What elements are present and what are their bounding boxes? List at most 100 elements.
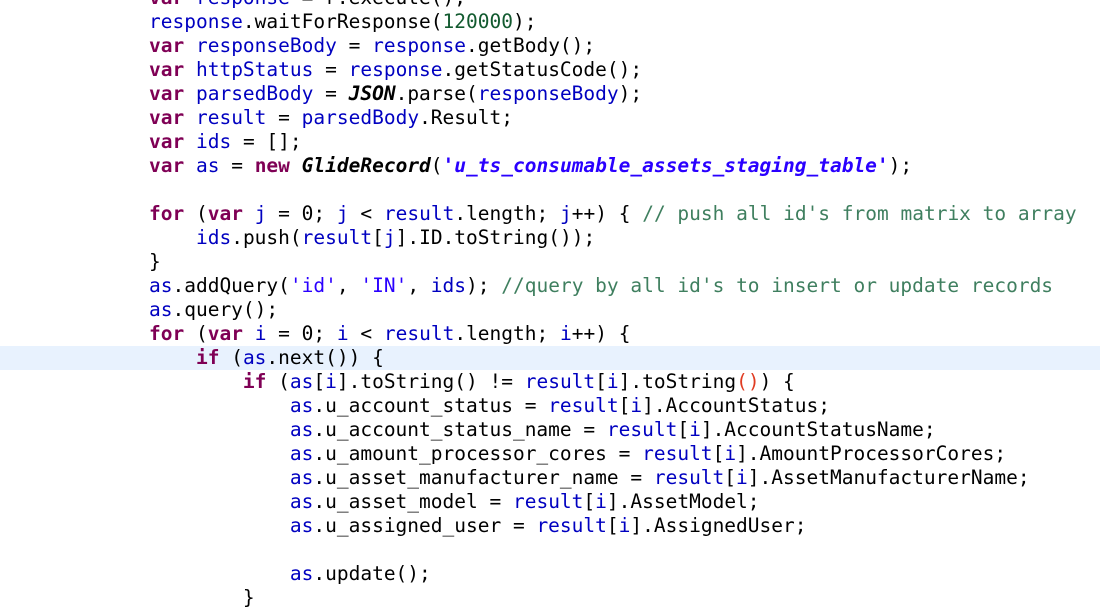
code-token-plain: ( <box>266 370 290 393</box>
code-token-plain: .Result; <box>419 106 513 129</box>
code-line-current[interactable]: if (as.next()) { <box>0 346 1100 370</box>
code-line[interactable]: as.update(); <box>0 562 1100 586</box>
code-token-plain: ].AmountProcessorCores; <box>736 442 1007 465</box>
code-token-plain: ( <box>184 202 208 225</box>
code-token-variable: result <box>642 442 713 465</box>
code-token-plain: .addQuery( <box>172 274 290 297</box>
code-token-variable: i <box>325 370 337 393</box>
code-token-variable: result <box>548 394 619 417</box>
code-line[interactable]: as.u_account_status = result[i].AccountS… <box>0 394 1100 418</box>
code-token-plain: [ <box>606 514 619 537</box>
code-token-variable: parsedBody <box>195 82 314 105</box>
code-token-plain: ( <box>430 154 443 177</box>
code-token-comment: //query by all id's to insert or update … <box>501 274 1054 297</box>
code-token-plain: } <box>242 586 255 609</box>
code-token-plain: ( <box>184 322 208 345</box>
code-token-plain: } <box>149 250 161 273</box>
code-token-plain: = <box>313 58 349 81</box>
code-line[interactable]: } <box>0 250 1100 274</box>
code-token-variable: result <box>524 370 596 393</box>
code-token-variable: response <box>196 0 290 9</box>
code-token-variable: result <box>512 490 584 513</box>
code-token-plain: ].toString() != <box>336 370 525 393</box>
code-token-plain: = <box>266 106 302 129</box>
code-line[interactable]: var parsedBody = JSON.parse(responseBody… <box>0 82 1100 106</box>
code-token-variable: result <box>606 418 678 441</box>
code-token-keyword: var <box>149 34 196 57</box>
code-line[interactable]: as.addQuery('id', 'IN', ids); //query by… <box>0 274 1100 298</box>
code-token-variable: ids <box>430 274 467 297</box>
code-line[interactable]: as.u_account_status_name = result[i].Acc… <box>0 418 1100 442</box>
code-token-plain: ].AccountStatusName; <box>700 418 936 441</box>
code-token-number: 120000 <box>442 10 513 33</box>
code-token-plain: ].toString <box>618 370 737 393</box>
code-token-string: 'u_ts_consumable_assets_staging_table' <box>442 154 889 177</box>
code-line[interactable]: var response = r.execute(); <box>0 0 1100 10</box>
code-token-variable: i <box>689 418 701 441</box>
code-token-plain: ].AccountStatus; <box>642 394 830 417</box>
code-token-keyword: var <box>149 58 196 81</box>
code-token-variable: i <box>606 370 619 393</box>
code-token-plain: = []; <box>231 130 302 153</box>
code-token-keyword: var <box>149 130 196 153</box>
code-line[interactable]: response.waitForResponse(120000); <box>0 10 1100 34</box>
code-line[interactable]: var httpStatus = response.getStatusCode(… <box>0 58 1100 82</box>
code-token-variable: as <box>289 442 314 465</box>
code-token-plain: = r.execute(); <box>290 0 466 9</box>
code-token-plain: JSON <box>348 82 396 105</box>
code-token-plain: = <box>336 34 373 57</box>
code-token-keyword: var <box>207 202 255 225</box>
code-line[interactable]: if (as[i].toString() != result[i].toStri… <box>0 370 1100 394</box>
code-token-variable: i <box>618 514 631 537</box>
code-token-plain <box>149 226 196 249</box>
code-token-keyword: for <box>149 202 185 225</box>
code-token-plain: = 0; <box>266 322 337 345</box>
code-line[interactable]: as.query(); <box>0 298 1100 322</box>
code-line[interactable]: for (var i = 0; i < result.length; i++) … <box>0 322 1100 346</box>
code-token-plain: ); <box>888 154 913 177</box>
code-token-variable: as <box>289 466 314 489</box>
code-token-plain: .u_assigned_user = <box>313 514 537 537</box>
code-token-variable: as <box>149 298 173 321</box>
code-token-plain: ); <box>618 82 643 105</box>
code-token-variable: ids <box>195 226 232 249</box>
code-token-plain: .u_asset_manufacturer_name = <box>313 466 654 489</box>
code-token-plain <box>149 514 290 537</box>
code-token-keyword: var <box>149 106 196 129</box>
code-line[interactable]: ids.push(result[j].ID.toString()); <box>0 226 1100 250</box>
code-token-variable: i <box>595 490 607 513</box>
code-token-variable: as <box>289 418 314 441</box>
code-line[interactable] <box>0 538 1100 562</box>
code-token-variable: response <box>348 58 443 81</box>
code-token-plain <box>149 490 290 513</box>
code-line[interactable]: var responseBody = response.getBody(); <box>0 34 1100 58</box>
code-line[interactable]: var result = parsedBody.Result; <box>0 106 1100 130</box>
code-token-comment: // push all id's from matrix to array <box>642 202 1077 225</box>
code-token-variable: as <box>242 346 267 369</box>
code-token-plain: .u_asset_model = <box>313 490 513 513</box>
code-token-plain: ) { <box>759 370 795 393</box>
code-token-plain <box>149 442 290 465</box>
code-token-plain: .u_account_status = <box>313 394 549 417</box>
code-token-plain: [ <box>677 418 690 441</box>
code-line[interactable]: var ids = []; <box>0 130 1100 154</box>
code-line[interactable]: as.u_amount_processor_cores = result[i].… <box>0 442 1100 466</box>
code-token-variable: i <box>724 442 737 465</box>
code-token-variable: as <box>289 562 314 585</box>
code-line[interactable]: } <box>0 586 1100 610</box>
code-token-string: 'IN' <box>360 274 408 297</box>
code-line[interactable]: as.u_assigned_user = result[i].AssignedU… <box>0 514 1100 538</box>
code-line[interactable]: for (var j = 0; j < result.length; j++) … <box>0 202 1100 226</box>
code-token-variable: result <box>536 514 607 537</box>
code-token-plain: ].AssetManufacturerName; <box>747 466 1030 489</box>
code-line[interactable]: var as = new GlideRecord('u_ts_consumabl… <box>0 154 1100 178</box>
code-token-plain: [ <box>724 466 737 489</box>
code-token-variable: result <box>653 466 725 489</box>
code-line[interactable]: as.u_asset_manufacturer_name = result[i]… <box>0 466 1100 490</box>
code-token-plain: .u_amount_processor_cores = <box>313 442 643 465</box>
code-token-plain: [ <box>712 442 725 465</box>
code-line[interactable]: as.u_asset_model = result[i].AssetModel; <box>0 490 1100 514</box>
code-line[interactable] <box>0 178 1100 202</box>
code-token-variable: j <box>560 202 572 225</box>
